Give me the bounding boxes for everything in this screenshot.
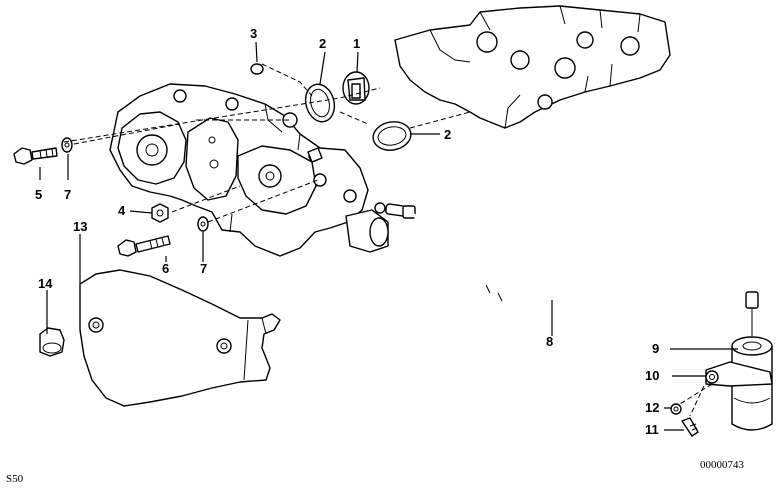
callout-9: 9 xyxy=(652,341,659,356)
callout-5: 5 xyxy=(35,187,42,202)
callout-labels: 1 2 2 3 4 5 6 7 7 8 9 10 11 12 13 14 xyxy=(35,26,659,437)
callout-1: 1 xyxy=(353,36,360,51)
callout-2-right: 2 xyxy=(444,127,451,142)
callout-7-bottom: 7 xyxy=(200,261,207,276)
callout-8: 8 xyxy=(546,334,553,349)
callout-2-top: 2 xyxy=(319,36,326,51)
model-code: S50 xyxy=(6,473,24,485)
callout-7-top: 7 xyxy=(64,187,71,202)
callout-10: 10 xyxy=(645,368,659,383)
callout-3: 3 xyxy=(250,26,257,41)
diagram-number: 00000743 xyxy=(700,459,745,471)
leader-lines xyxy=(39,41,738,431)
callout-13: 13 xyxy=(73,219,87,234)
callout-12: 12 xyxy=(645,400,659,415)
seal-rings xyxy=(250,63,412,151)
vanos-housing xyxy=(109,83,389,257)
cylinder-head xyxy=(394,5,671,129)
assembly-lines xyxy=(63,63,471,223)
callout-6: 6 xyxy=(162,261,169,276)
callout-11: 11 xyxy=(645,422,659,437)
oil-pipe xyxy=(374,202,759,336)
fasteners xyxy=(13,137,323,257)
cover-plate xyxy=(79,269,281,407)
callout-4: 4 xyxy=(118,203,126,218)
sensor-assembly xyxy=(670,336,773,437)
callout-14: 14 xyxy=(38,276,53,291)
cap-nut xyxy=(39,327,65,357)
